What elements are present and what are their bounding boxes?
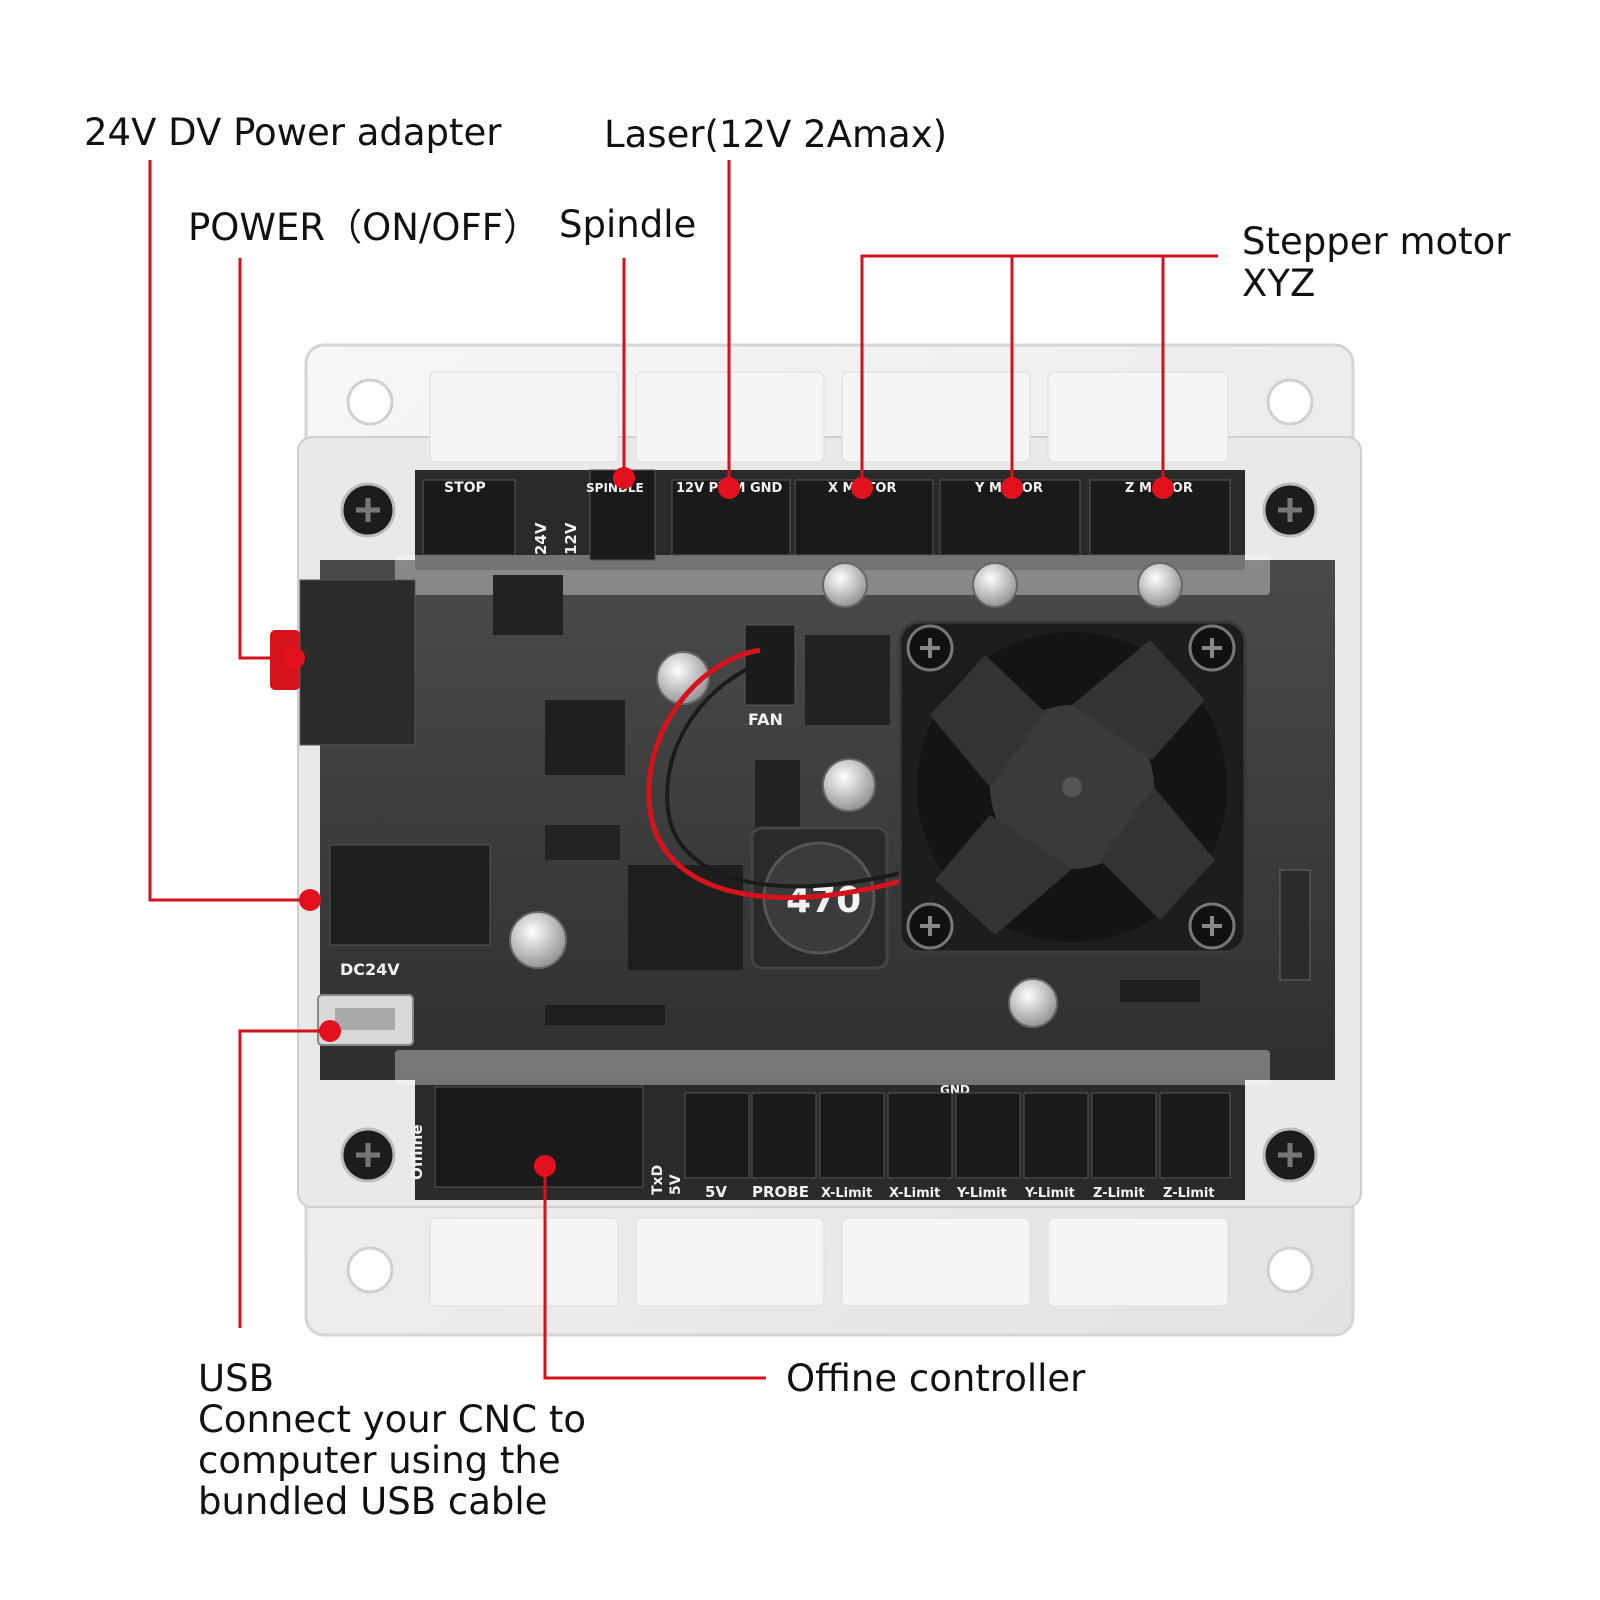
case-screws — [340, 482, 1318, 1183]
usb-label-line-3: computer using the — [198, 1439, 561, 1482]
bottom-connector-label: X-Limit — [821, 1186, 872, 1201]
callout-dot-power-adapter — [299, 889, 321, 911]
offline-controller-label: Offine controller — [786, 1357, 1086, 1400]
power-adapter-label: 24V DV Power adapter — [84, 111, 502, 154]
usb-port — [317, 994, 414, 1046]
callout-dot-offline — [534, 1155, 556, 1177]
bottom-connectors: Offline TxD 5V GND 5V PROBE X-Limit X-Li… — [408, 1083, 1231, 1201]
fan-label: FAN — [748, 710, 783, 729]
callout-lines — [148, 160, 1218, 1380]
callout-line-power-adapter — [148, 160, 310, 902]
callout-line-usb — [238, 1029, 330, 1328]
spindle-label: Spindle — [559, 203, 697, 246]
callout-dot-z-motor — [1152, 477, 1174, 499]
callout-dot-usb — [319, 1020, 341, 1042]
usb-label-line-4: bundled USB cable — [198, 1480, 548, 1523]
laser-label: Laser(12V 2Amax) — [604, 113, 948, 156]
callout-line-stepper — [860, 254, 1218, 488]
callout-dot-y-motor — [1001, 477, 1023, 499]
dc-label: DC24V — [340, 960, 400, 979]
bottom-connector-label: PROBE — [752, 1183, 809, 1201]
uart-label-txd: TxD — [650, 1165, 666, 1195]
stepper-motor-label: Stepper motor XYZ — [1242, 221, 1511, 305]
bottom-connector-label: Z-Limit — [1163, 1186, 1215, 1201]
usb-label-line-1: USB — [198, 1357, 274, 1400]
callout-dot-laser — [718, 477, 740, 499]
board-components: 470 FAN — [493, 562, 1311, 1028]
bottom-connector-label: Y-Limit — [956, 1186, 1007, 1201]
power-switch — [270, 579, 416, 746]
top-connector-label: STOP — [444, 480, 486, 496]
bottom-connector-label: X-Limit — [889, 1186, 940, 1201]
dc-jack: DC24V — [329, 844, 491, 979]
jumper-label-24v: 24V — [532, 522, 550, 555]
offline-label: Offline — [408, 1125, 426, 1181]
cooling-fan — [898, 620, 1247, 954]
callout-line-offline — [543, 1168, 766, 1380]
callout-dots — [283, 467, 1174, 1177]
callout-line-power-switch — [238, 258, 292, 660]
uart-label-5v: 5V — [668, 1174, 684, 1195]
callout-dot-power-switch — [283, 647, 305, 669]
usb-label-line-2: Connect your CNC to — [198, 1398, 586, 1441]
bottom-connector-label: Z-Limit — [1093, 1186, 1145, 1201]
callout-dot-spindle — [613, 467, 635, 489]
stepper-label-line-1: Stepper motor — [1242, 220, 1511, 263]
bottom-connector-label: Y-Limit — [1024, 1186, 1075, 1201]
callout-dot-x-motor — [851, 477, 873, 499]
usb-label: USB Connect your CNC to computer using t… — [198, 1358, 586, 1522]
stepper-label-line-2: XYZ — [1242, 262, 1316, 305]
jumper-label-12v: 12V — [562, 522, 580, 555]
power-switch-label: POWER（ON/OFF） — [188, 206, 541, 249]
bottom-connector-label: 5V — [705, 1183, 727, 1201]
